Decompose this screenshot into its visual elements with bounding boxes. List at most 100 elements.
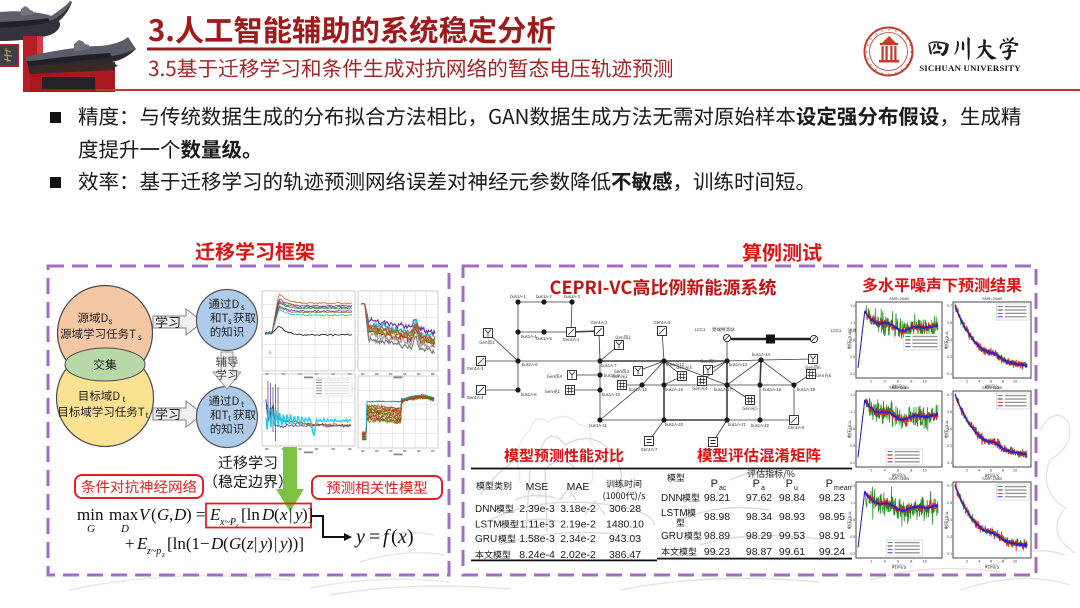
- svg-text:0.8: 0.8: [850, 427, 855, 431]
- svg-text:bus1A-13: bus1A-13: [729, 362, 748, 367]
- svg-text:SNR=15dB: SNR=15dB: [889, 385, 909, 390]
- svg-text:mean: mean: [834, 485, 852, 492]
- svg-text:bus1A-19: bus1A-19: [797, 387, 816, 392]
- svg-text:LSTM: LSTM: [661, 508, 688, 519]
- svg-text:8: 8: [910, 380, 912, 384]
- svg-text:ac: ac: [719, 485, 727, 492]
- svg-text:0.1: 0.1: [947, 552, 952, 556]
- svg-text:98.87: 98.87: [746, 546, 772, 558]
- svg-text:(: (: [241, 534, 247, 553]
- svg-text:4: 4: [978, 469, 980, 473]
- svg-text:8: 8: [910, 560, 912, 564]
- svg-text:bus1A-11: bus1A-11: [589, 423, 607, 428]
- svg-text:P: P: [753, 478, 760, 490]
- svg-text:bus1A-22: bus1A-22: [751, 423, 770, 428]
- svg-text:6: 6: [897, 469, 899, 473]
- svg-text:bus1A-3: bus1A-3: [564, 294, 580, 299]
- svg-text:0.2: 0.2: [850, 461, 855, 465]
- svg-text:2: 2: [870, 380, 872, 384]
- svg-text:0.8: 0.8: [850, 518, 855, 522]
- svg-text:10: 10: [923, 380, 927, 384]
- svg-text:P: P: [711, 478, 718, 490]
- svg-text:6: 6: [990, 469, 992, 473]
- svg-text:LCC1: LCC1: [695, 327, 706, 332]
- svg-text:2: 2: [870, 469, 872, 473]
- svg-text:GRU: GRU: [475, 534, 497, 545]
- svg-text:8: 8: [910, 469, 912, 473]
- svg-text:97.62: 97.62: [746, 492, 772, 504]
- svg-text:f: f: [383, 526, 391, 548]
- svg-text:MSE: MSE: [526, 481, 549, 493]
- svg-text:D: D: [261, 505, 275, 524]
- svg-text:10: 10: [923, 469, 927, 473]
- svg-text:[ln(1−: [ln(1−: [167, 534, 210, 553]
- svg-text:bus1A-17: bus1A-17: [714, 387, 733, 392]
- svg-text:)]: )]: [302, 505, 313, 524]
- svg-text:0.7: 0.7: [947, 393, 952, 397]
- svg-text:0.5: 0.5: [947, 321, 952, 325]
- svg-text:SICHUAN UNIVERSITY: SICHUAN UNIVERSITY: [919, 63, 1021, 73]
- svg-text:98.23: 98.23: [819, 492, 845, 504]
- svg-text:z: z: [161, 551, 165, 559]
- svg-text:E: E: [209, 505, 221, 524]
- svg-text:))]: ))]: [287, 534, 304, 553]
- svg-text:1.1: 1.1: [850, 410, 855, 414]
- svg-text:0.5: 0.5: [947, 501, 952, 505]
- svg-text:SNR=10dB: SNR=10dB: [982, 476, 1002, 481]
- svg-text:G: G: [157, 505, 169, 524]
- svg-text:98.93: 98.93: [779, 511, 805, 523]
- svg-text:8.24e-4: 8.24e-4: [519, 549, 555, 561]
- svg-text:1480.10: 1480.10: [606, 519, 644, 531]
- svg-text:(: (: [151, 505, 157, 524]
- svg-text:0.5: 0.5: [850, 535, 855, 539]
- svg-text:bus1A-18: bus1A-18: [763, 387, 782, 392]
- svg-text:Gen1A-8: Gen1A-8: [705, 448, 722, 453]
- svg-text:Gen1A-7: Gen1A-7: [641, 447, 658, 452]
- svg-text:a: a: [761, 485, 765, 492]
- svg-text:6: 6: [990, 560, 992, 564]
- svg-text:6: 6: [897, 380, 899, 384]
- svg-text:0.5: 0.5: [947, 410, 952, 414]
- svg-text:bus1A-5: bus1A-5: [536, 336, 552, 341]
- svg-text:2.02e-2: 2.02e-2: [560, 549, 596, 561]
- svg-text:min: min: [77, 505, 104, 524]
- svg-text:2.19e-2: 2.19e-2: [560, 519, 596, 531]
- svg-text:0.2: 0.2: [947, 535, 952, 539]
- svg-text:98.95: 98.95: [819, 511, 845, 523]
- svg-text:2: 2: [966, 469, 968, 473]
- svg-text:x~P: x~P: [219, 517, 236, 528]
- svg-text:bus1A-6: bus1A-6: [522, 362, 538, 367]
- svg-text:3.18e-2: 3.18e-2: [560, 503, 596, 515]
- svg-text:Gen1A-6: Gen1A-6: [788, 425, 805, 430]
- svg-text:y: y: [258, 534, 268, 553]
- svg-text:bus1A-1: bus1A-1: [510, 294, 526, 299]
- svg-text:1.1: 1.1: [850, 321, 855, 325]
- svg-text:r: r: [236, 522, 239, 530]
- svg-text:z~p: z~p: [146, 546, 161, 557]
- svg-text:DNN: DNN: [661, 493, 683, 504]
- svg-text:|: |: [289, 505, 292, 524]
- svg-text:0.5: 0.5: [850, 355, 855, 359]
- svg-text:8: 8: [1002, 380, 1004, 384]
- svg-text:98.91: 98.91: [819, 530, 845, 542]
- svg-text:98.89: 98.89: [704, 530, 730, 542]
- svg-text:D: D: [210, 534, 224, 553]
- svg-text:Gen1A-1: Gen1A-1: [563, 337, 580, 342]
- svg-text:D: D: [120, 523, 129, 535]
- svg-text:10: 10: [923, 560, 927, 564]
- svg-text:LSTM: LSTM: [475, 520, 502, 531]
- svg-text:x: x: [397, 526, 407, 548]
- svg-text:y: y: [278, 534, 288, 553]
- svg-text:98.84: 98.84: [779, 492, 805, 504]
- svg-text:1.4: 1.4: [850, 393, 855, 397]
- svg-text:GRU: GRU: [661, 531, 683, 542]
- svg-text:0.4: 0.4: [947, 338, 952, 342]
- svg-text:2.39e-3: 2.39e-3: [519, 503, 555, 515]
- svg-text:0.8: 0.8: [850, 338, 855, 342]
- svg-text:1.4: 1.4: [850, 484, 855, 488]
- svg-text:y: y: [293, 505, 303, 524]
- svg-text:99.61: 99.61: [779, 546, 805, 558]
- svg-text:4: 4: [884, 380, 886, 384]
- svg-text:4: 4: [978, 380, 980, 384]
- svg-text:0.4: 0.4: [947, 427, 952, 431]
